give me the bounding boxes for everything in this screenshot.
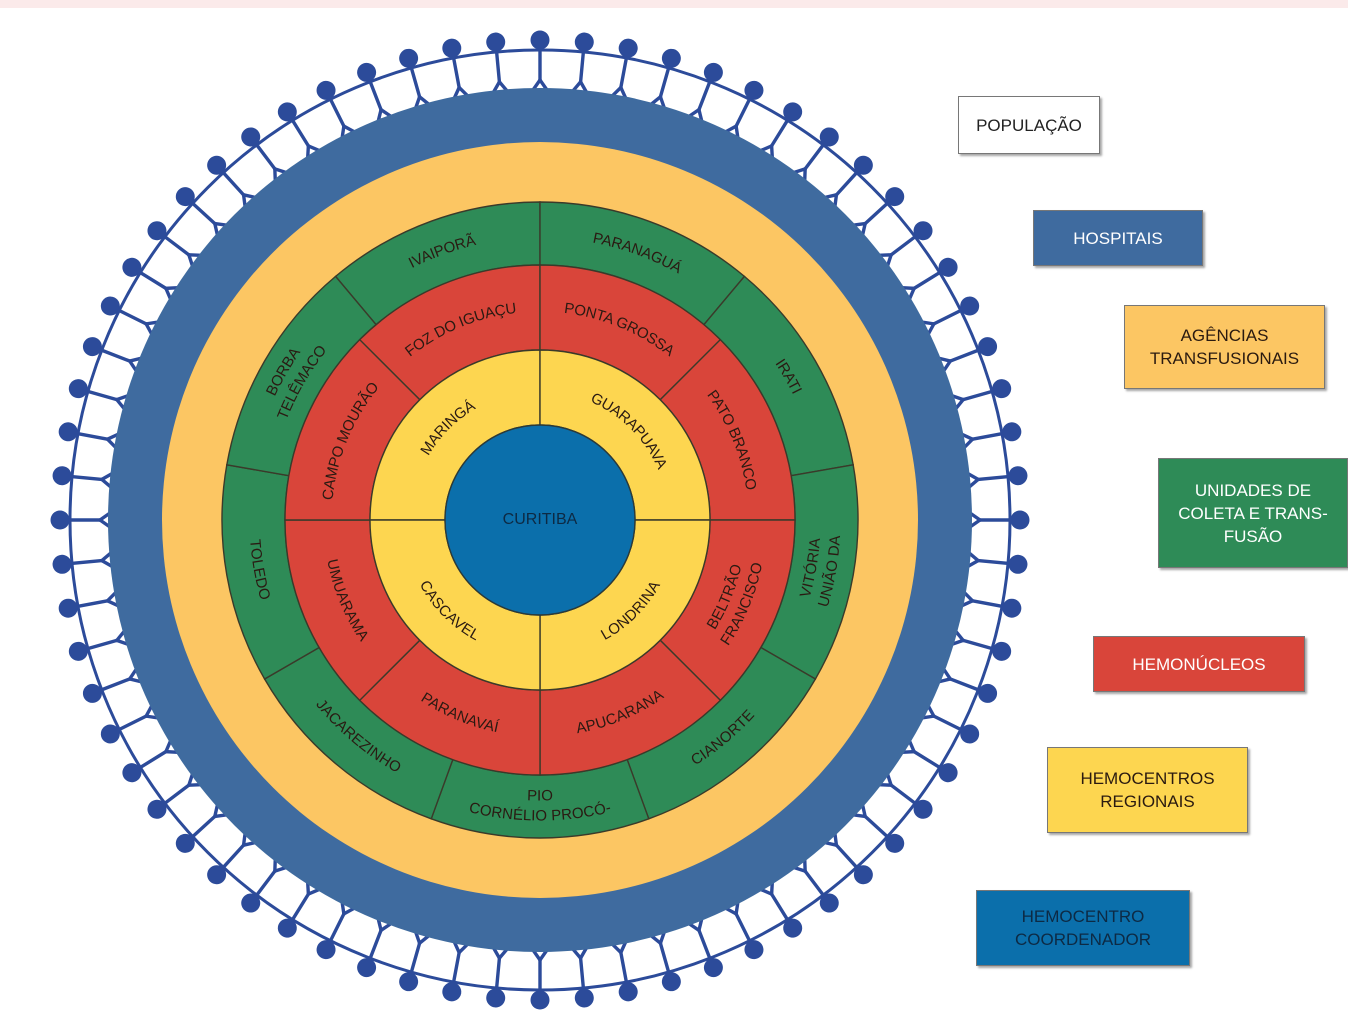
legend-label: HEMOCENTROS REGIONAIS bbox=[1080, 769, 1215, 811]
person-icon bbox=[100, 703, 160, 744]
person-icon bbox=[851, 802, 905, 853]
person-icon bbox=[58, 422, 121, 450]
person-icon bbox=[571, 945, 594, 1008]
person-icon bbox=[649, 929, 681, 992]
person-icon bbox=[965, 466, 1028, 489]
person-icon bbox=[571, 32, 594, 95]
legend-transfusion-agencies: AGÊNCIAS TRANSFUSIONAIS bbox=[1124, 305, 1325, 389]
legend-regional-centers: HEMOCENTROS REGIONAIS bbox=[1047, 747, 1248, 833]
person-icon bbox=[968, 510, 1030, 530]
hemonucleos-ring bbox=[284, 264, 796, 776]
person-icon bbox=[920, 296, 980, 337]
person-icon bbox=[399, 929, 431, 992]
person-icon bbox=[965, 551, 1028, 574]
person-icon bbox=[877, 771, 933, 819]
person-icon bbox=[241, 127, 289, 183]
person-icon bbox=[687, 916, 723, 978]
person-icon bbox=[357, 916, 393, 978]
person-icon bbox=[687, 62, 723, 124]
person-icon bbox=[723, 80, 764, 140]
person-icon bbox=[207, 155, 258, 209]
person-icon bbox=[936, 337, 998, 373]
legend-label: UNIDADES DE COLETA E TRANS- FUSÃO bbox=[1178, 480, 1328, 546]
person-icon bbox=[949, 379, 1012, 411]
person-icon bbox=[399, 48, 431, 111]
person-icon bbox=[649, 48, 681, 111]
person-icon bbox=[851, 187, 905, 238]
legend-label: AGÊNCIAS TRANSFUSIONAIS bbox=[1149, 326, 1300, 368]
person-icon bbox=[530, 30, 550, 92]
person-icon bbox=[82, 337, 144, 373]
legend-label: HEMOCENTRO COORDENADOR bbox=[1014, 907, 1151, 949]
person-icon bbox=[530, 948, 550, 1010]
legend-collection-units: UNIDADES DE COLETA E TRANS- FUSÃO bbox=[1158, 458, 1348, 568]
person-icon bbox=[52, 551, 115, 574]
coordinating-center-circle bbox=[444, 424, 636, 616]
person-icon bbox=[486, 945, 509, 1008]
person-icon bbox=[100, 296, 160, 337]
person-icon bbox=[486, 32, 509, 95]
person-icon bbox=[147, 221, 203, 269]
person-icon bbox=[207, 831, 258, 885]
person-icon bbox=[68, 379, 131, 411]
person-icon bbox=[175, 187, 229, 238]
person-icon bbox=[723, 900, 764, 960]
person-icon bbox=[316, 80, 357, 140]
legend-hemonucleos: HEMONÚCLEOS bbox=[1093, 636, 1305, 692]
person-icon bbox=[610, 939, 638, 1002]
person-icon bbox=[58, 590, 121, 618]
person-icon bbox=[900, 257, 958, 302]
center-label: CURITIBA bbox=[503, 511, 578, 528]
person-icon bbox=[959, 590, 1022, 618]
legend-label: HOSPITAIS bbox=[1073, 228, 1163, 248]
person-icon bbox=[82, 667, 144, 703]
person-icon bbox=[822, 831, 873, 885]
legend-label: POPULAÇÃO bbox=[976, 115, 1082, 135]
person-icon bbox=[442, 939, 470, 1002]
person-icon bbox=[949, 629, 1012, 661]
person-icon bbox=[357, 62, 393, 124]
person-icon bbox=[52, 466, 115, 489]
person-icon bbox=[758, 880, 803, 938]
unidades-label: PIO bbox=[527, 787, 553, 804]
person-icon bbox=[936, 667, 998, 703]
top-band bbox=[0, 0, 1348, 8]
legend-coordinating-center: HEMOCENTRO COORDENADOR bbox=[976, 890, 1190, 966]
person-icon bbox=[316, 900, 357, 960]
person-icon bbox=[277, 102, 322, 160]
legend-label: HEMONÚCLEOS bbox=[1132, 654, 1266, 674]
person-icon bbox=[68, 629, 131, 661]
person-icon bbox=[50, 510, 112, 530]
person-icon bbox=[920, 703, 980, 744]
person-icon bbox=[442, 38, 470, 101]
collection-units-ring bbox=[221, 201, 859, 839]
legend-hospitals: HOSPITAIS bbox=[1033, 210, 1203, 266]
person-icon bbox=[959, 422, 1022, 450]
person-icon bbox=[610, 38, 638, 101]
person-icon bbox=[877, 221, 933, 269]
person-icon bbox=[175, 802, 229, 853]
person-icon bbox=[822, 155, 873, 209]
legend-population: POPULAÇÃO bbox=[958, 96, 1100, 154]
